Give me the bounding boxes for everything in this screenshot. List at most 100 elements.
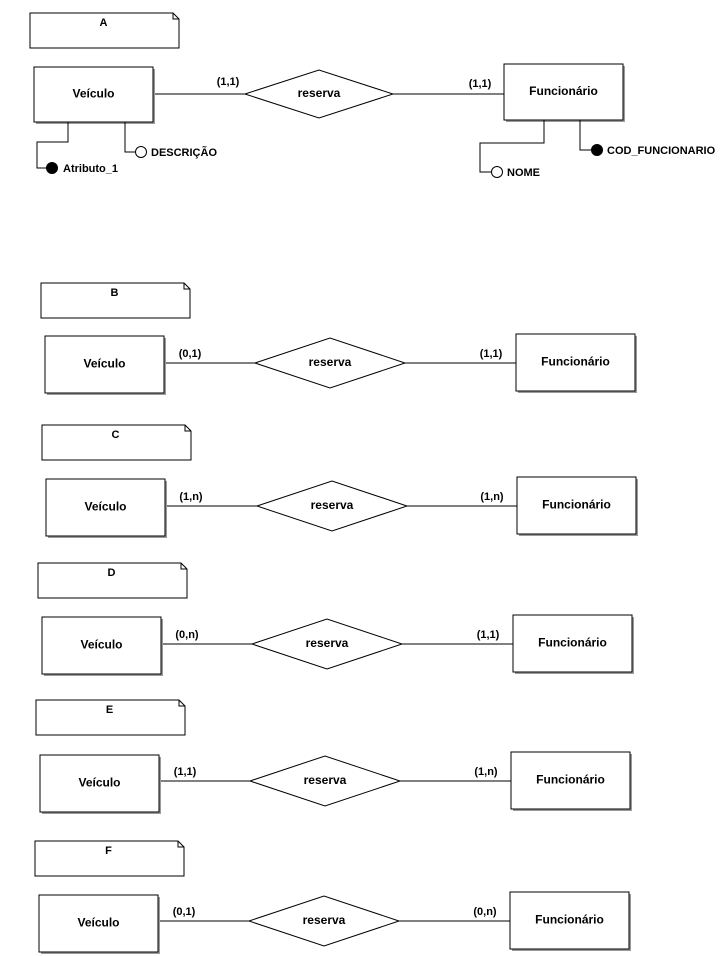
cardinality-right: (1,1) xyxy=(469,78,492,90)
entity-label: Veículo xyxy=(84,500,126,514)
relationship-diamond xyxy=(248,755,402,807)
relationship-diamond xyxy=(247,895,401,947)
attribute-cod-funcionario[interactable]: COD_FUNCIONARIO xyxy=(579,120,716,157)
identifier-filled-circle-icon xyxy=(591,144,603,156)
note-box[interactable]: B xyxy=(40,282,191,319)
relationship-label: reserva xyxy=(304,773,347,787)
attribute-descricao[interactable]: DESCRIÇÃO xyxy=(124,122,217,159)
relationship-diamond xyxy=(253,337,407,389)
entity-label: Funcionário xyxy=(536,773,605,787)
cardinality-left: (1,1) xyxy=(174,766,197,778)
cardinality-left: (1,n) xyxy=(179,491,203,503)
attribute-connector xyxy=(479,120,545,173)
entity-funcionario[interactable]: Funcionário xyxy=(512,614,634,674)
entity-box xyxy=(509,891,630,950)
entity-funcionario[interactable]: Funcionário xyxy=(503,63,625,122)
attribute-label: Atributo_1 xyxy=(63,163,118,175)
note-fold-icon xyxy=(172,13,179,20)
attribute-connector xyxy=(124,122,135,153)
entity-box xyxy=(41,616,162,675)
cardinality-left: (0,n) xyxy=(175,629,199,641)
entity-label: Funcionário xyxy=(535,913,604,927)
entity-veiculo[interactable]: Veículo xyxy=(41,616,163,676)
note-label: F xyxy=(105,845,112,857)
note-box[interactable]: E xyxy=(35,699,186,736)
note-outline xyxy=(41,424,192,461)
entity-label: Funcionário xyxy=(529,84,598,98)
note-label: D xyxy=(108,567,116,579)
relationship-reserva[interactable]: reserva xyxy=(255,480,409,532)
relationship-label: reserva xyxy=(311,498,354,512)
entity-funcionario[interactable]: Funcionário xyxy=(509,891,631,951)
entity-veiculo[interactable]: Veículo xyxy=(44,335,166,395)
entity-veiculo[interactable]: Veículo xyxy=(33,66,155,124)
attribute-label: COD_FUNCIONARIO xyxy=(607,145,716,157)
relationship-reserva[interactable]: reserva xyxy=(250,618,404,670)
diagram-f: F Veículo Funcionário reserva (0,1) (0,n) xyxy=(34,840,631,954)
entity-box xyxy=(503,63,624,121)
note-label: B xyxy=(111,287,119,299)
entity-box xyxy=(39,754,160,813)
attribute-label: DESCRIÇÃO xyxy=(151,146,217,159)
relationship-label: reserva xyxy=(303,913,346,927)
note-outline xyxy=(35,699,186,736)
attribute-atributo-1[interactable]: Atributo_1 xyxy=(36,122,118,175)
note-fold-icon xyxy=(184,425,191,432)
relationship-reserva[interactable]: reserva xyxy=(243,69,395,119)
entity-label: Funcionário xyxy=(542,498,611,512)
entity-funcionario[interactable]: Funcionário xyxy=(516,476,638,536)
entity-funcionario[interactable]: Funcionário xyxy=(515,333,637,393)
entity-label: Veículo xyxy=(83,357,125,371)
entity-label: Veículo xyxy=(72,87,114,101)
note-label: A xyxy=(100,17,108,29)
entity-label: Veículo xyxy=(77,916,119,930)
note-box[interactable]: D xyxy=(37,562,188,599)
entity-box xyxy=(44,335,165,394)
note-fold-icon xyxy=(183,283,190,290)
note-box[interactable]: F xyxy=(34,840,185,877)
note-label: E xyxy=(106,704,113,716)
diagram-d: D Veículo Funcionário reserva (0,n) (1,1) xyxy=(37,562,634,676)
attribute-connector xyxy=(579,120,591,151)
entity-funcionario[interactable]: Funcionário xyxy=(510,751,632,811)
cardinality-right: (1,1) xyxy=(477,629,500,641)
entity-box xyxy=(38,894,159,953)
attribute-nome[interactable]: NOME xyxy=(479,120,545,179)
relationship-reserva[interactable]: reserva xyxy=(247,895,401,947)
attribute-empty-circle-icon xyxy=(491,166,503,178)
attribute-connector xyxy=(36,122,69,169)
entity-label: Veículo xyxy=(78,776,120,790)
note-outline xyxy=(40,282,191,319)
relationship-label: reserva xyxy=(309,355,352,369)
cardinality-left: (0,1) xyxy=(179,348,202,360)
relationship-diamond xyxy=(250,618,404,670)
attribute-label: NOME xyxy=(507,167,540,179)
note-outline xyxy=(34,840,185,877)
entity-veiculo[interactable]: Veículo xyxy=(38,894,160,954)
cardinality-left: (0,1) xyxy=(173,906,196,918)
note-fold-icon xyxy=(178,700,185,707)
note-box[interactable]: C xyxy=(41,424,192,461)
note-fold-icon xyxy=(177,841,184,848)
relationship-reserva[interactable]: reserva xyxy=(253,337,407,389)
relationship-reserva[interactable]: reserva xyxy=(248,755,402,807)
relationship-diamond xyxy=(243,69,395,119)
cardinality-right: (0,n) xyxy=(473,906,497,918)
attribute-empty-circle-icon xyxy=(135,146,147,158)
cardinality-left: (1,1) xyxy=(217,76,240,88)
identifier-filled-circle-icon xyxy=(46,162,58,174)
entity-box xyxy=(45,478,166,537)
entity-box xyxy=(515,333,636,392)
note-outline xyxy=(29,12,180,49)
relationship-diamond xyxy=(255,480,409,532)
entity-veiculo[interactable]: Veículo xyxy=(45,478,167,538)
entity-veiculo[interactable]: Veículo xyxy=(39,754,161,814)
entity-box xyxy=(512,614,633,673)
relationship-label: reserva xyxy=(306,636,349,650)
note-box[interactable]: A xyxy=(29,12,180,49)
